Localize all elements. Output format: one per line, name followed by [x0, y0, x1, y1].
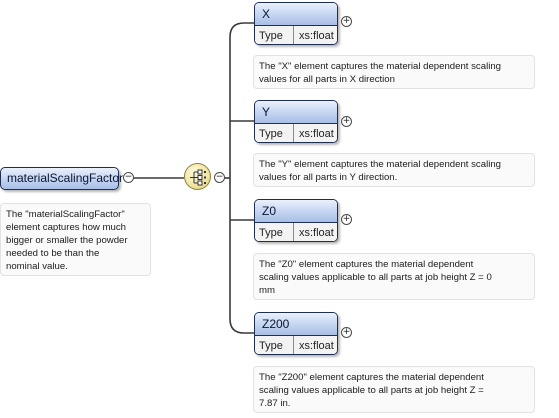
doc-line: The "Z200" element captures the material… — [259, 372, 484, 383]
doc-line: The "materialScalingFactor" — [6, 209, 125, 220]
doc-line: scaling values applicable to all parts a… — [259, 385, 484, 396]
doc-line: values for all parts in Y direction. — [259, 172, 398, 183]
child-element-z200[interactable]: Z200 Type xs:float — [254, 312, 338, 355]
branch-trunk-line — [229, 22, 254, 334]
doc-line: needed to be than the — [6, 248, 100, 259]
x-documentation: The "X" element captures the material de… — [253, 55, 535, 89]
type-row: Type xs:float — [255, 223, 337, 241]
type-value: xs:float — [299, 340, 334, 352]
sequence-compositor-icon[interactable] — [184, 163, 211, 190]
child-element-z0[interactable]: Z0 Type xs:float — [254, 199, 338, 242]
z200-documentation: The "Z200" element captures the material… — [253, 366, 535, 413]
doc-line: mm — [259, 285, 275, 296]
doc-line: The "X" element captures the material de… — [259, 61, 501, 72]
doc-line: element captures how much — [6, 222, 126, 233]
type-row: Type xs:float — [255, 26, 337, 44]
z0-documentation: The "Z0" element captures the material d… — [253, 253, 535, 300]
type-row: Type xs:float — [255, 124, 337, 142]
doc-line: nominal value. — [6, 261, 68, 272]
expand-x-toggle[interactable]: + — [341, 16, 352, 27]
expand-z200-toggle[interactable]: + — [341, 327, 352, 338]
y-documentation: The "Y" element captures the material de… — [253, 153, 535, 187]
root-documentation: The "materialScalingFactor" element capt… — [0, 203, 151, 276]
type-label: Type — [255, 336, 294, 354]
doc-line: scaling values applicable to all parts a… — [259, 272, 492, 283]
root-element-box[interactable]: materialScalingFactor — [0, 167, 123, 190]
expand-y-toggle[interactable]: + — [341, 116, 352, 127]
type-label: Type — [255, 26, 294, 44]
element-name: Z0 — [255, 200, 337, 223]
child-element-y[interactable]: Y Type xs:float — [254, 100, 338, 143]
type-label: Type — [255, 223, 294, 241]
element-name: Z200 — [255, 313, 337, 336]
doc-line: The "Z0" element captures the material d… — [259, 259, 474, 270]
child-element-x[interactable]: X Type xs:float — [254, 2, 338, 45]
doc-line: 7.87 in. — [259, 398, 291, 409]
root-element-name: materialScalingFactor — [7, 171, 124, 185]
root-collapse-toggle[interactable]: − — [123, 172, 134, 183]
type-value: xs:float — [299, 128, 334, 140]
expand-z0-toggle[interactable]: + — [341, 214, 352, 225]
type-value: xs:float — [299, 30, 334, 42]
sequence-collapse-toggle[interactable]: − — [214, 172, 225, 183]
type-value: xs:float — [299, 227, 334, 239]
type-label: Type — [255, 124, 294, 142]
doc-line: bigger or smaller the powder — [6, 235, 128, 246]
element-name: X — [255, 3, 337, 26]
doc-line: values for all parts in X direction — [259, 74, 395, 85]
type-row: Type xs:float — [255, 336, 337, 354]
element-name: Y — [255, 101, 337, 124]
doc-line: The "Y" element captures the material de… — [259, 159, 501, 170]
